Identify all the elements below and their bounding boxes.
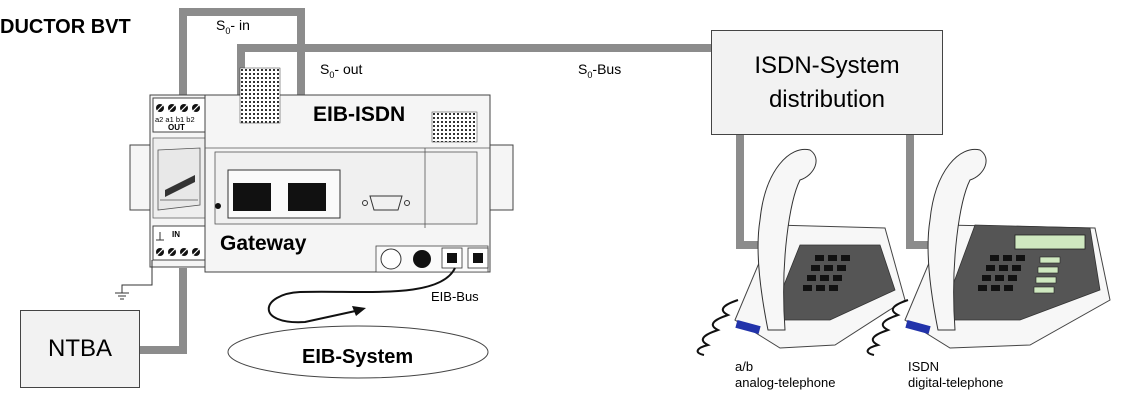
- digital-caption-line1: ISDN: [908, 359, 940, 374]
- isdn-system-line2: distribution: [768, 85, 886, 113]
- out-terminal-block: [152, 97, 206, 133]
- vent-grill-left: [239, 67, 281, 124]
- telephone-display: [1014, 234, 1086, 250]
- isdn-system-line1: ISDN-System: [754, 51, 900, 79]
- s0-bus-prefix: S: [578, 61, 588, 77]
- digital-cord: [866, 299, 909, 356]
- status-led: [215, 203, 221, 209]
- analog-handset-accent: [735, 320, 761, 334]
- digital-telephone-caption: ISDN digital-telephone: [908, 359, 1003, 391]
- s0-in-prefix: S: [216, 17, 226, 33]
- analog-caption-line1: a/b: [735, 359, 754, 374]
- eib-system-ellipse: [227, 325, 489, 379]
- eib-isdn-label: EIB-ISDN: [313, 103, 406, 126]
- ntba-cable: [140, 268, 187, 354]
- s0-out-subscript: 0: [329, 69, 335, 80]
- ntba-box: NTBA: [20, 310, 140, 388]
- out-label: OUT: [168, 123, 185, 132]
- s0-in-label: S0- in: [216, 17, 250, 36]
- analog-cord: [696, 299, 739, 356]
- eib-system-label: EIB-System: [302, 346, 414, 368]
- ground-icon: [115, 232, 164, 300]
- eib-isdn-gateway: [204, 67, 514, 273]
- vent-grill-right: [431, 111, 478, 143]
- ntba-label: NTBA: [47, 335, 112, 362]
- eib-bus-line: [267, 267, 456, 324]
- programming-led-icon: [413, 250, 431, 268]
- in-label: IN: [172, 230, 180, 239]
- out-terminal-labels: a2 a1 b1 b2: [155, 115, 195, 124]
- analog-telephone: [696, 148, 906, 356]
- eib-bus-arrow-icon: [352, 306, 366, 316]
- digital-handset: [927, 148, 987, 331]
- s0-in-socket: [288, 183, 326, 211]
- conductor-label: DUCTOR BVT: [0, 16, 131, 38]
- digital-caption-line2: digital-telephone: [908, 375, 1004, 390]
- analog-telephone-caption: a/b analog-telephone: [735, 359, 835, 391]
- s0-in-subscript: 0: [225, 25, 231, 36]
- s0-in-text: in: [238, 17, 250, 33]
- isdn-digital-telephone: [866, 148, 1111, 356]
- digital-handset-accent: [905, 320, 931, 334]
- s0-out-text: out: [342, 61, 363, 77]
- programming-button-icon: [380, 248, 402, 270]
- s0-out-label: S0- out: [320, 61, 363, 80]
- analog-caption-line2: analog-telephone: [735, 375, 836, 390]
- isdn-system-distribution-box: ISDN-System distribution: [711, 30, 943, 135]
- din-rail-device: a2 a1 b1 b2 OUT IN: [115, 94, 209, 300]
- s0-out-prefix: S: [320, 61, 330, 77]
- serial-port-icon: [362, 195, 410, 211]
- eib-bus-label: EIB-Bus: [431, 289, 479, 304]
- analog-handset: [757, 148, 817, 331]
- s0-bus-label: S0-Bus: [578, 61, 622, 80]
- s0-bus-text: Bus: [597, 61, 622, 77]
- gateway-label: Gateway: [220, 232, 307, 255]
- gateway-bracket-right: [487, 144, 514, 211]
- din-rail-bracket-left: [129, 144, 153, 211]
- s0-out-socket: [233, 183, 271, 211]
- s0-bus-subscript: 0: [587, 69, 593, 80]
